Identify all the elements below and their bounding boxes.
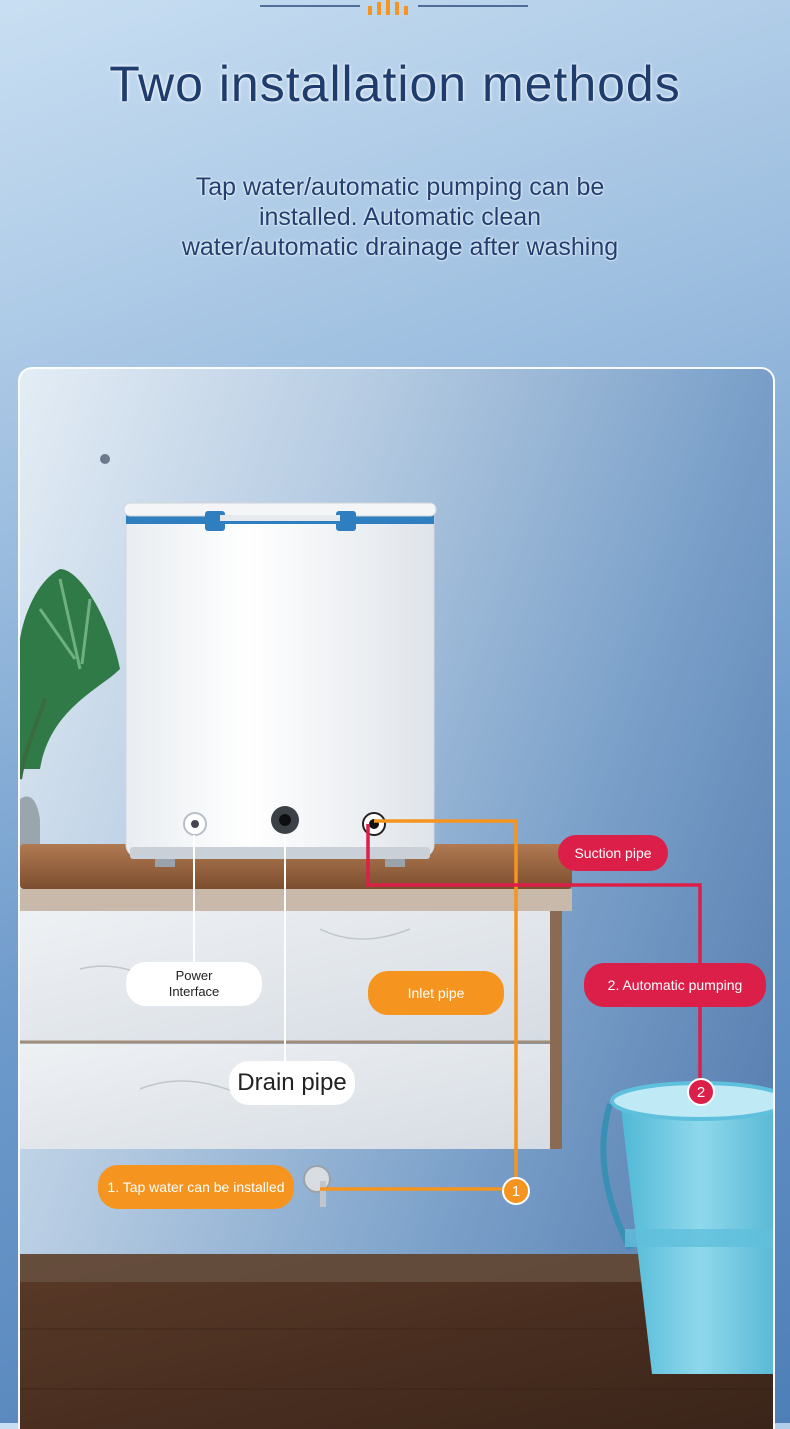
top-divider-ornament xyxy=(260,0,528,15)
scene-illustration xyxy=(20,454,773,1429)
suction-pipe-label: Suction pipe xyxy=(558,835,668,871)
power-interface-label: Power Interface xyxy=(126,962,262,1006)
page-subtitle: Tap water/automatic pumping can be insta… xyxy=(181,173,619,261)
wall-dot xyxy=(100,454,110,464)
faucet xyxy=(303,1165,331,1207)
bucket xyxy=(600,1081,773,1374)
method-1-badge: 1 xyxy=(502,1177,530,1205)
plant-leaf xyxy=(20,569,120,849)
product-scene: Power Interface Drain pipe Inlet pipe Su… xyxy=(18,367,775,1429)
inlet-pipe-label: Inlet pipe xyxy=(368,971,504,1015)
inlet-pipe-line xyxy=(320,819,518,1191)
washing-machine xyxy=(123,502,437,867)
drain-pipe-label: Drain pipe xyxy=(229,1061,355,1105)
page-title: Two installation methods xyxy=(109,56,681,112)
tap-water-label: 1. Tap water can be installed xyxy=(98,1165,294,1209)
method-2-badge: 2 xyxy=(687,1078,715,1106)
automatic-pumping-label: 2. Automatic pumping xyxy=(584,963,766,1007)
